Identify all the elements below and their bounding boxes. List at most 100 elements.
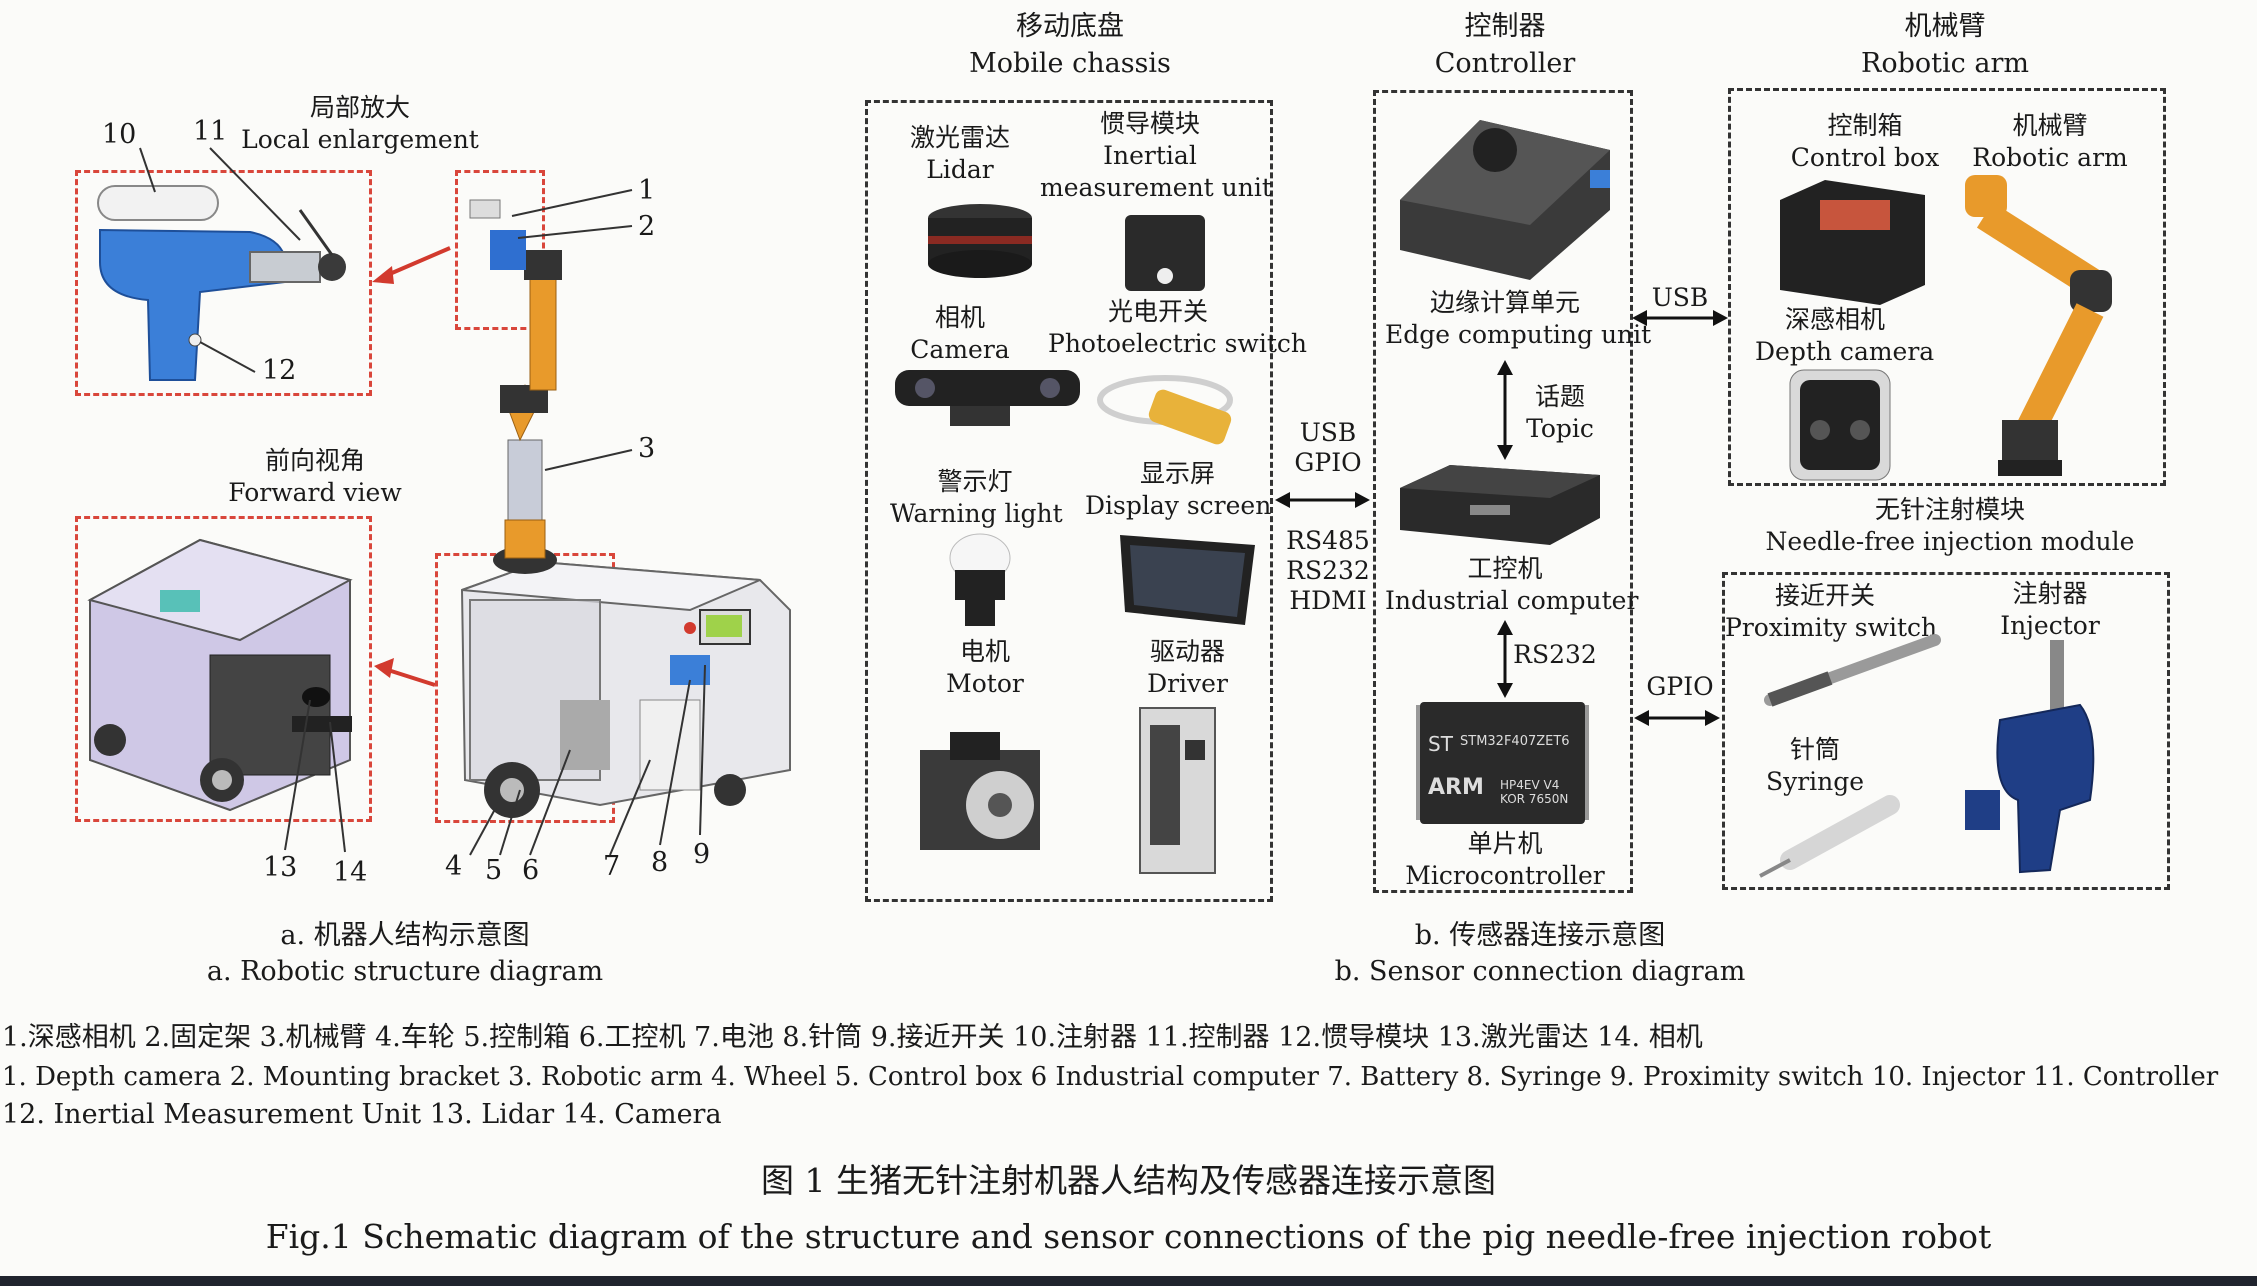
local-enlargement-label: 局部放大 Local enlargement (230, 92, 490, 156)
motor-zh: 电机 (959, 637, 1010, 666)
chip-sub: HP4EV V4 KOR 7650N (1500, 778, 1569, 806)
motor-en: Motor (946, 669, 1024, 698)
caption-a-en: a. Robotic structure diagram (206, 956, 604, 987)
robotic-arm-box (1728, 88, 2166, 486)
num-9: 9 (693, 839, 711, 870)
robotic-arm-device-label: 机械臂 Robotic arm (1970, 110, 2130, 174)
num-7: 7 (603, 851, 621, 882)
mcu-zh: 单片机 (1467, 829, 1543, 858)
chassis-header: 移动底盘 Mobile chassis (920, 8, 1220, 82)
motor-label: 电机 Motor (920, 636, 1050, 700)
num-4: 4 (445, 851, 463, 882)
num-8: 8 (651, 847, 669, 878)
prox-en: Proximity switch (1725, 613, 1938, 642)
legend-zh: 1.深感相机 2.固定架 3.机械臂 4.车轮 5.控制箱 6.工控机 7.电池… (2, 1022, 1703, 1053)
usb-gpio-link-label: USB GPIO (1283, 418, 1373, 478)
camera-label: 相机 Camera (900, 302, 1020, 366)
caption-b: b. 传感器连接示意图 b. Sensor connection diagram (1280, 918, 1800, 990)
edge-computing-label: 边缘计算单元 Edge computing unit (1385, 287, 1652, 351)
syringe-en: Syringe (1765, 767, 1865, 796)
rs232-text: RS232 (1286, 556, 1370, 585)
camera-en: Camera (910, 335, 1010, 364)
controller-header: 控制器 Controller (1380, 8, 1630, 82)
proximity-switch-label: 接近开关 Proximity switch (1725, 580, 1938, 644)
num-14: 14 (333, 857, 368, 888)
mcu-en: Microcontroller (1405, 861, 1605, 890)
num-1: 1 (638, 175, 656, 206)
controller-zh: 控制器 (1464, 11, 1546, 42)
photo-zh: 光电开关 (1107, 297, 1208, 326)
arm-zh: 机械臂 (1904, 11, 1986, 42)
local-zh: 局部放大 (309, 93, 410, 122)
ipc-en: Industrial computer (1385, 586, 1639, 615)
needle-free-module-box (1722, 572, 2170, 890)
gpio-text: GPIO (1294, 448, 1362, 477)
industrial-computer-label: 工控机 Industrial computer (1385, 553, 1639, 617)
injector-label: 注射器 Injector (1990, 578, 2110, 642)
chassis-zh: 移动底盘 (1016, 11, 1124, 42)
edge-en: Edge computing unit (1385, 320, 1652, 349)
usb-text: USB (1299, 418, 1357, 447)
box-en: Control box (1790, 143, 1940, 172)
imu-en: Inertial (1103, 141, 1197, 170)
num-10: 10 (102, 119, 137, 150)
syringe-label: 针筒 Syringe (1755, 734, 1875, 798)
num-2: 2 (638, 211, 656, 242)
forward-zh: 前向视角 (264, 446, 365, 475)
photo-en: Photoelectric switch (1048, 329, 1307, 358)
injector-zh: 注射器 (2012, 579, 2088, 608)
injector-en: Injector (2000, 611, 2100, 640)
warning-zh: 警示灯 (937, 467, 1013, 496)
prox-zh: 接近开关 (1774, 581, 1875, 610)
driver-zh: 驱动器 (1149, 637, 1225, 666)
syringe-zh: 针筒 (1789, 735, 1840, 764)
needle-module-en: Needle-free injection module (1765, 527, 2135, 556)
chip-arm: ARM (1428, 775, 1484, 800)
topic-label: 话题 Topic (1510, 381, 1610, 445)
imu-en2: measurement unit (1040, 173, 1272, 202)
num-5: 5 (485, 855, 503, 886)
display-zh: 显示屏 (1139, 459, 1215, 488)
rs485-text: RS485 (1286, 526, 1370, 555)
caption-b-en: b. Sensor connection diagram (1334, 956, 1746, 987)
arm-dev-zh: 机械臂 (2012, 111, 2088, 140)
driver-label: 驱动器 Driver (1120, 636, 1255, 700)
hdmi-text: HDMI (1289, 586, 1367, 615)
ipc-zh: 工控机 (1467, 554, 1543, 583)
figure-title-zh: 图 1 生猪无针注射机器人结构及传感器连接示意图 (761, 1161, 1496, 1200)
microcontroller-label: 单片机 Microcontroller (1400, 828, 1610, 892)
lidar-zh: 激光雷达 (909, 123, 1010, 152)
camera-zh: 相机 (934, 303, 985, 332)
driver-en: Driver (1147, 669, 1228, 698)
legend-en-2: 12. Inertial Measurement Unit 13. Lidar … (2, 1099, 722, 1130)
lidar-label: 激光雷达 Lidar (880, 122, 1040, 186)
local-enlargement-box (75, 170, 372, 396)
forward-en: Forward view (228, 478, 402, 507)
legend-en-1: 1. Depth camera 2. Mounting bracket 3. R… (2, 1062, 2219, 1092)
num-13: 13 (263, 852, 298, 883)
chip-brand: ST (1428, 732, 1453, 756)
num-11: 11 (193, 116, 228, 147)
display-screen-label: 显示屏 Display screen (1085, 458, 1271, 522)
arm-header: 机械臂 Robotic arm (1820, 8, 2070, 82)
depth-zh: 深感相机 (1784, 305, 1885, 334)
chassis-en: Mobile chassis (969, 48, 1171, 79)
depth-en: Depth camera (1755, 337, 1935, 366)
photoelectric-switch-label: 光电开关 Photoelectric switch (1048, 296, 1307, 360)
lidar-en: Lidar (926, 155, 994, 184)
needle-free-module-label: 无针注射模块 Needle-free injection module (1755, 494, 2145, 558)
topic-en: Topic (1526, 414, 1594, 443)
forward-view-box (75, 516, 372, 822)
chip-part: STM32F407ZET6 (1460, 734, 1570, 749)
topic-zh: 话题 (1534, 382, 1585, 411)
control-box-label: 控制箱 Control box (1790, 110, 1940, 174)
caption-a-zh: a. 机器人结构示意图 (280, 920, 530, 951)
controller-box (1373, 90, 1633, 893)
